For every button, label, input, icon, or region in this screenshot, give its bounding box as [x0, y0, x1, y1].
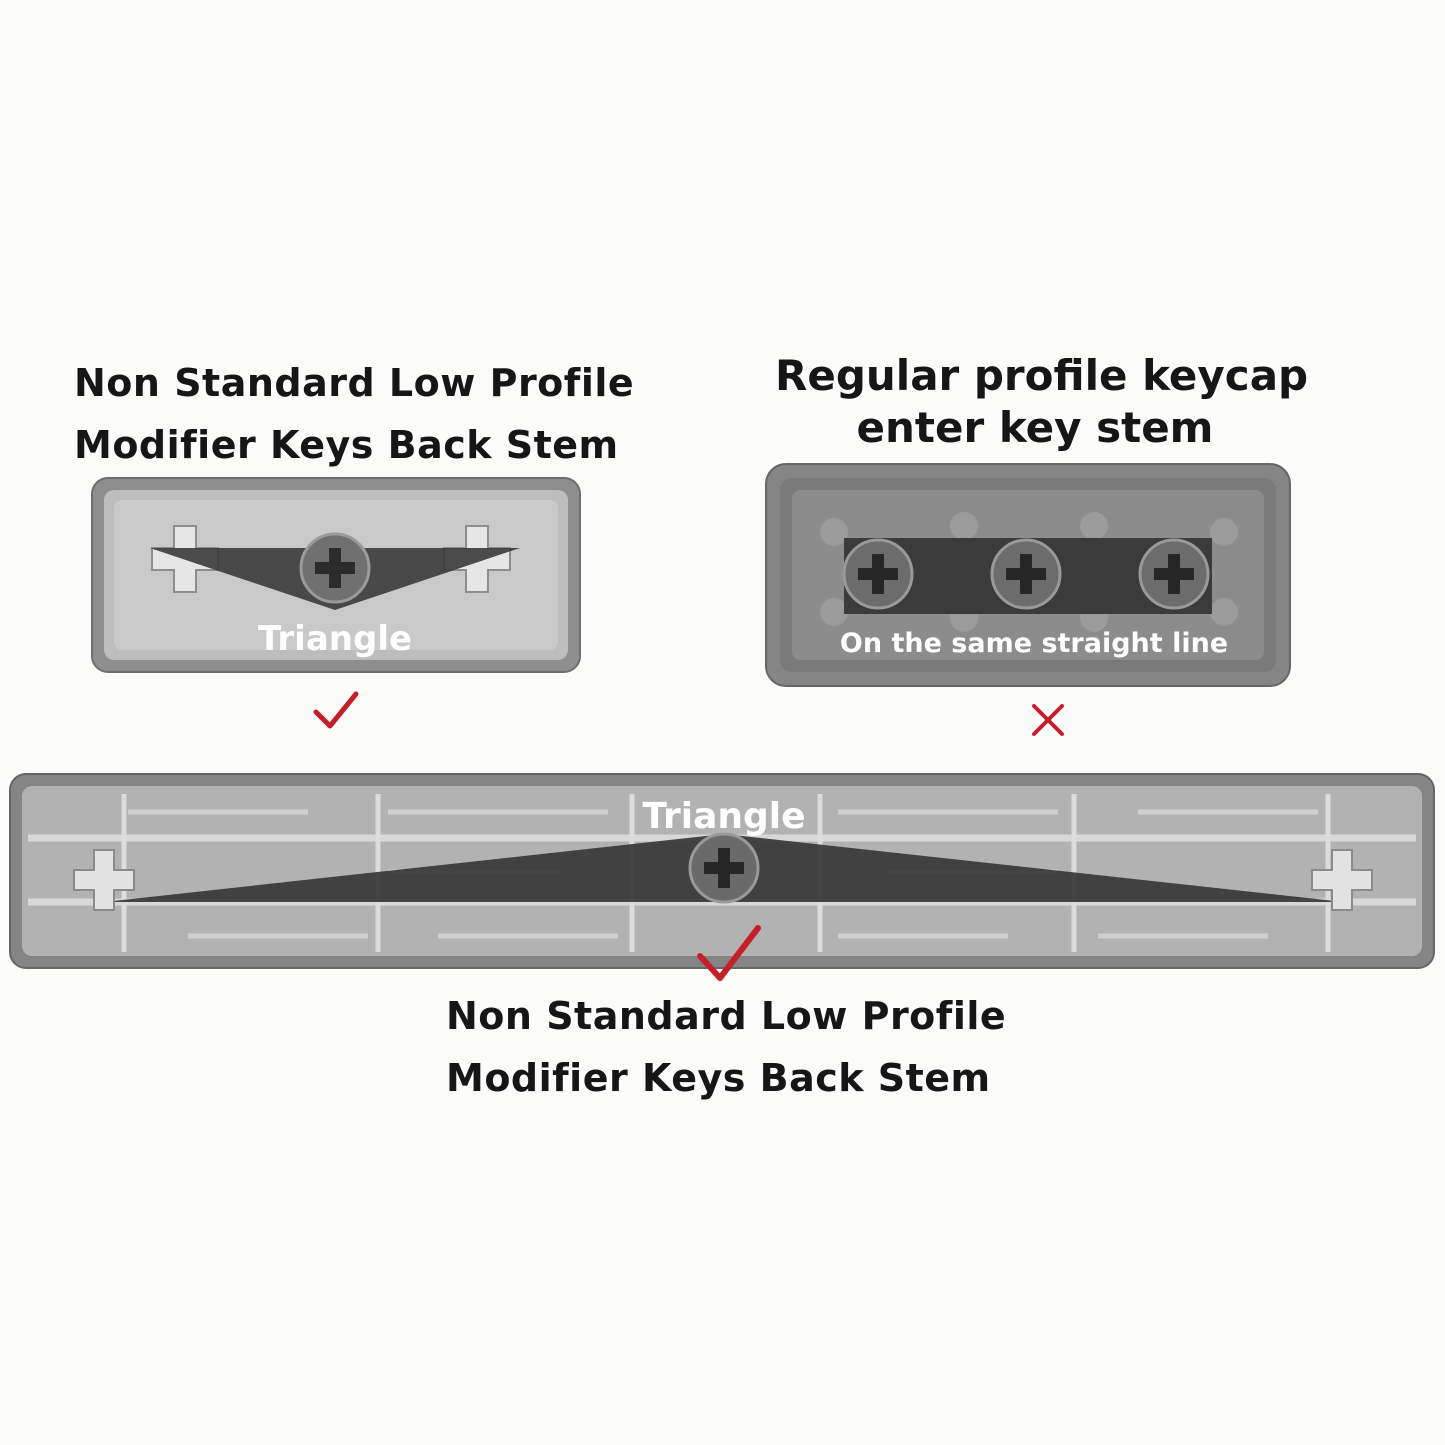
straight-line-label: On the same straight line	[840, 628, 1228, 659]
cross-mark-icon	[1032, 704, 1064, 736]
stem-long-center	[688, 832, 760, 904]
stem-long-right	[1311, 849, 1373, 911]
bottom-keycap-caption: Non Standard Low Profile Modifier Keys B…	[446, 985, 1006, 1109]
left-keycap-caption: Non Standard Low Profile Modifier Keys B…	[74, 352, 634, 476]
spacebar-keycap-photo: Triangle	[9, 773, 1435, 969]
right-caption-line-1: Regular profile keycap	[775, 351, 1309, 400]
triangle-label-long: Triangle	[642, 796, 805, 837]
check-mark-icon	[313, 691, 359, 729]
stem-enter-center	[990, 538, 1062, 610]
stem-long-left	[73, 849, 135, 911]
bottom-caption-line-2: Modifier Keys Back Stem	[446, 1056, 991, 1100]
left-caption-line-2: Modifier Keys Back Stem	[74, 423, 619, 467]
enter-keycap-photo: On the same straight line	[765, 463, 1291, 687]
stem-enter-left	[842, 538, 914, 610]
stem-enter-right	[1138, 538, 1210, 610]
triangle-label-small: Triangle	[258, 619, 412, 659]
right-caption-line-2: enter key stem	[856, 403, 1214, 452]
modifier-keycap-photo: Triangle	[91, 477, 581, 673]
check-mark-icon	[697, 925, 761, 981]
right-keycap-caption: Regular profile keycap enter key stem	[775, 350, 1309, 454]
left-caption-line-1: Non Standard Low Profile	[74, 361, 635, 405]
stem-center	[299, 532, 371, 604]
bottom-caption-line-1: Non Standard Low Profile	[446, 994, 1007, 1038]
